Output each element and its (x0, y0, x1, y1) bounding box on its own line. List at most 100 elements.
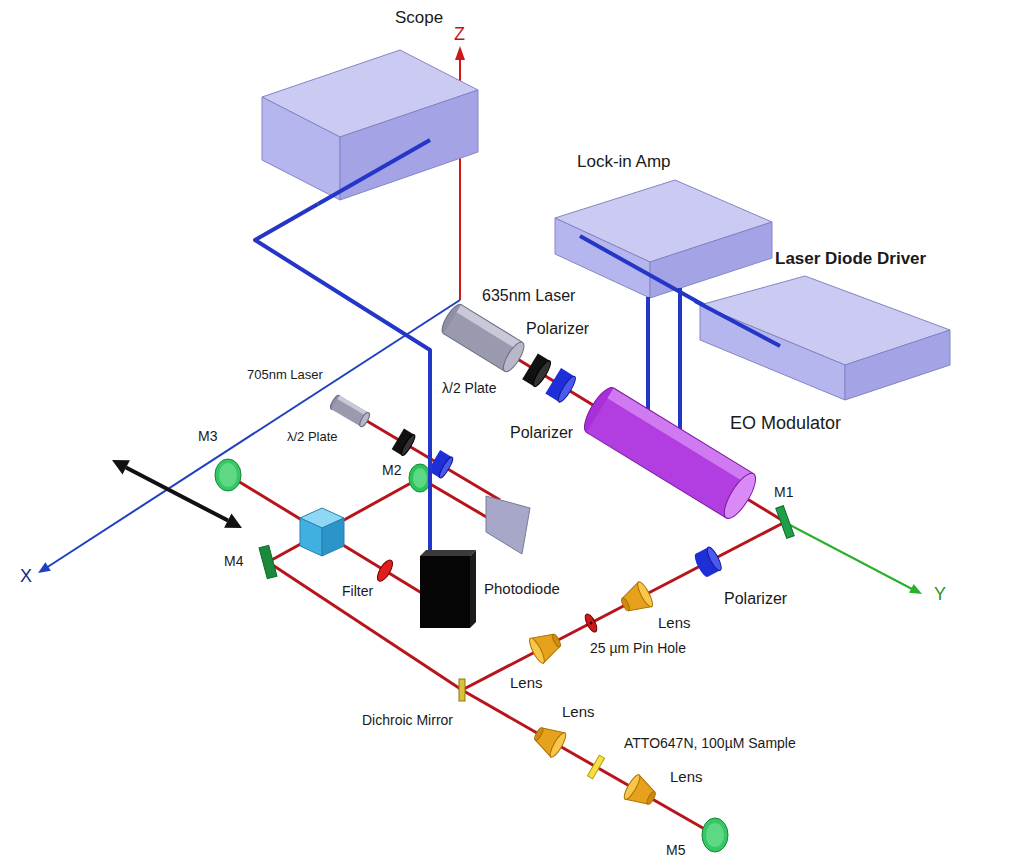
signal-cable (580, 236, 698, 302)
translation-arrow (126, 467, 228, 520)
translation-arrow (224, 514, 242, 529)
part-name: Lens (668, 768, 705, 785)
modulator-crystal (586, 432, 726, 518)
lens (533, 727, 544, 742)
modulator-cylinder: EO Modulator (580, 385, 860, 530)
signal-cable (580, 236, 698, 302)
part-name: 705nm Laser (245, 368, 325, 383)
lock-in-box: Lock-in Amp (552, 150, 778, 302)
axis-label: X (18, 566, 34, 587)
filter (375, 558, 396, 584)
right-angle-prism (486, 496, 530, 554)
signal-cable (678, 302, 682, 385)
scope-housing (340, 90, 478, 200)
laser-635 (500, 339, 528, 374)
mirror (776, 506, 794, 539)
coordinate-axis (46, 300, 460, 568)
laser-635 (443, 334, 504, 372)
mirror-name: M3 (196, 428, 219, 444)
part-name: Polarizer (722, 590, 789, 608)
signal-cable (318, 140, 430, 204)
lens (622, 773, 661, 811)
lens (530, 721, 569, 759)
translation-arrow (112, 460, 242, 528)
part-name: Dichroic Mirror (360, 712, 455, 728)
beam-splitter-cube (322, 518, 344, 556)
half-wave-plate (522, 354, 553, 389)
lens (617, 580, 655, 618)
mirror (706, 823, 724, 847)
modulator-crystal (579, 383, 761, 522)
lens (620, 597, 631, 612)
half-wave-plate (531, 359, 553, 389)
lock-in-housing (555, 218, 650, 298)
mirror-name: M2 (380, 462, 403, 478)
lens (635, 580, 655, 609)
half-wave-plate (392, 429, 417, 457)
signal-cable (646, 297, 650, 302)
modulator-crystal (607, 388, 753, 484)
laser-635 (456, 305, 522, 350)
lens (551, 633, 562, 648)
half-wave-plate (399, 433, 416, 457)
laser-beam (462, 690, 715, 835)
node-label: Photodiode (484, 580, 560, 597)
scope-box-shape (258, 6, 482, 204)
driver-housing (845, 330, 950, 400)
part-name: Polarizer (508, 424, 575, 442)
lens (548, 731, 569, 759)
modulator-cylinder-shape (580, 385, 860, 530)
laser-beam (228, 330, 785, 835)
laser-635 (438, 302, 527, 375)
coordinate-axis (790, 525, 912, 589)
pinhole (589, 621, 593, 625)
lens (527, 627, 565, 665)
driver-box: Laser Diode Driver (695, 247, 1013, 405)
polarizer (692, 545, 724, 578)
node-label: EO Modulator (730, 413, 841, 434)
photodiode-body (420, 550, 476, 556)
beam-splitter-cube (300, 518, 322, 556)
laser-beam (228, 475, 425, 595)
laser-beam (350, 411, 500, 500)
part-name: Filter (340, 583, 375, 599)
lens (646, 791, 657, 806)
dichroic-mirror (459, 679, 465, 701)
translation-arrow (112, 460, 130, 475)
signal-cable (678, 288, 682, 302)
node-label: Lock-in Amp (577, 152, 671, 172)
coordinate-axis (455, 46, 465, 60)
scope-box: Scope (258, 6, 482, 204)
driver-housing (700, 276, 950, 400)
filter (375, 558, 396, 584)
pinhole (583, 612, 599, 633)
photodiode-body (420, 556, 470, 628)
signal-cable (695, 301, 780, 346)
photodiode-body (470, 550, 476, 628)
sample-name: ATTO647N, 100µM Sample (622, 735, 798, 751)
polarizer (545, 368, 578, 404)
signal-cable (646, 302, 650, 385)
driver-box-shape (695, 247, 1013, 405)
axis-label: Z (452, 24, 467, 45)
mirror (409, 464, 431, 492)
node-label: Scope (395, 8, 443, 28)
scope-housing (262, 97, 340, 200)
polarizer (437, 456, 454, 480)
mirror (413, 468, 427, 488)
mirror-name: M4 (222, 553, 245, 569)
node-label: Laser Diode Driver (775, 249, 926, 269)
pinhole (583, 612, 599, 633)
laser-beam (268, 478, 420, 562)
lock-in-box-shape (552, 150, 778, 302)
polarizer (705, 545, 724, 572)
mirror (219, 463, 237, 487)
laser-705 (329, 394, 372, 428)
part-name: 25 µm Pin Hole (588, 640, 688, 656)
mirror-name: M5 (664, 842, 687, 858)
laser-705 (358, 411, 371, 428)
mirror-name: M1 (772, 484, 795, 500)
modulator-crystal (719, 469, 762, 523)
mirror (215, 459, 794, 852)
